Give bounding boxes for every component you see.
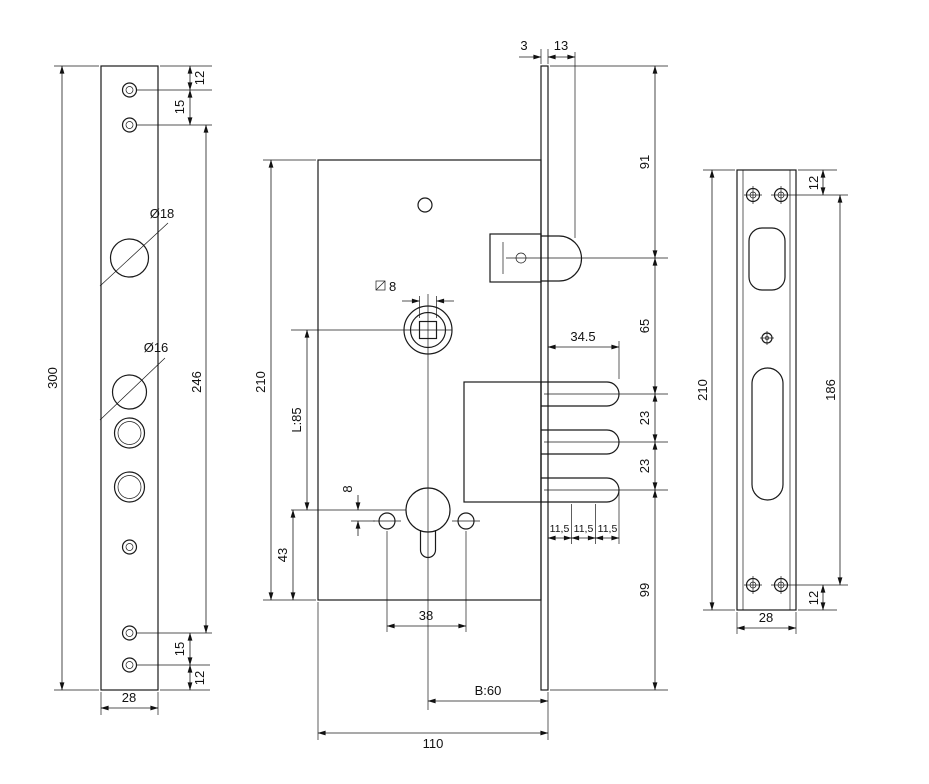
dim-strike-width: 28	[759, 610, 773, 625]
dim-mid-hole-dia: Ø16	[144, 340, 169, 355]
dim-bolt-segment-3: 11,5	[598, 523, 618, 535]
dim-body-width: 110	[423, 736, 444, 751]
dim-bolt-pitch-1: 23	[637, 411, 652, 425]
case-hole	[417, 197, 433, 213]
strike-plate-outline	[736, 169, 797, 611]
dim-screw-offset: 8	[340, 485, 355, 492]
dim-strike-bottom-screw-offset: 12	[806, 591, 821, 605]
front-plate-view: 300 12 15 246 Ø18 Ø16 15 12 28	[45, 65, 212, 715]
centerlines	[291, 257, 668, 710]
dim-bolt-to-bottom: 99	[637, 583, 652, 597]
dim-screw-spacing: 38	[419, 608, 433, 623]
dim-backset: B:60	[475, 683, 502, 698]
dim-plate-width: 28	[122, 690, 136, 705]
strike-plate-view: 210 12 186 12 28	[695, 169, 848, 634]
dim-cylinder-to-bottom: 43	[275, 548, 290, 562]
dim-faceplate-thickness: 3	[520, 38, 527, 53]
front-plate-holes	[109, 82, 150, 673]
dim-latch-protrusion: 13	[554, 38, 568, 53]
front-plate-dimensions: 300 12 15 246 Ø18 Ø16 15 12 28	[45, 65, 212, 715]
dim-spindle-square: 8	[389, 279, 396, 294]
dim-top-hole-spacing: 15	[172, 100, 187, 114]
dim-bottom-hole-spacing: 15	[172, 642, 187, 656]
strike-plate-dimensions: 210 12 186 12 28	[695, 169, 848, 634]
dim-latch-to-first-bolt: 65	[637, 319, 652, 333]
dim-top-to-latch: 91	[637, 155, 652, 169]
dim-bolt-segment-1: 11,5	[550, 523, 570, 535]
dim-body-height: 210	[253, 371, 268, 393]
dim-top-hole-offset: 12	[192, 71, 207, 85]
dim-strike-screw-spacing: 186	[823, 379, 838, 401]
front-plate-outline	[100, 65, 159, 691]
dim-bottom-hole-offset: 12	[192, 671, 207, 685]
lock-body-outline	[317, 65, 549, 691]
dim-centre-distance: L:85	[289, 407, 304, 432]
dim-strike-top-screw-offset: 12	[806, 176, 821, 190]
lock-body-view: 3 13 91 65 23 23 99 34.5 210 L:85 43 8 8…	[253, 38, 668, 751]
dim-plate-height: 300	[45, 367, 60, 389]
dim-bolt-pitch-2: 23	[637, 459, 652, 473]
dim-strike-height: 210	[695, 379, 710, 401]
dim-hole-span: 246	[189, 371, 204, 393]
strike-plate-cutouts	[744, 186, 789, 594]
square-section-icon	[375, 280, 386, 291]
dim-bolt-segment-2: 11,5	[574, 523, 594, 535]
dim-bolt-protrusion: 34.5	[570, 329, 595, 344]
dim-large-hole-dia: Ø18	[150, 206, 175, 221]
lock-body-dimensions: 3 13 91 65 23 23 99 34.5 210 L:85 43 8 8…	[253, 38, 668, 751]
